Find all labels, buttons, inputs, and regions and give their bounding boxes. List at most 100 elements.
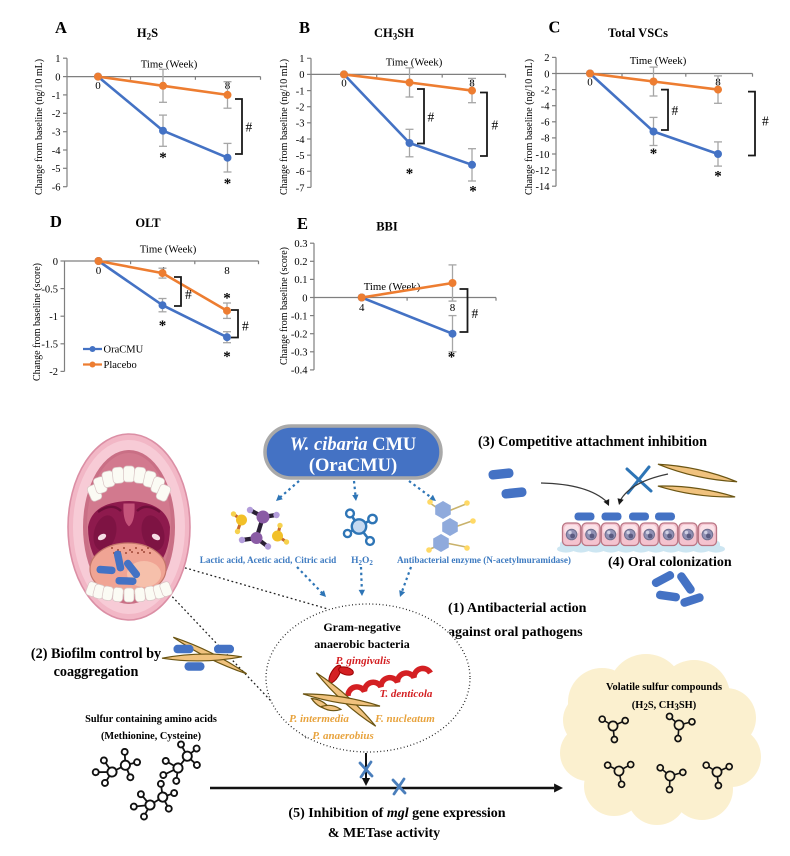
svg-text:-3: -3 [296,119,305,130]
svg-text:0: 0 [302,293,307,304]
svg-text:0.1: 0.1 [294,275,307,286]
svg-text:0: 0 [55,72,60,83]
svg-text:-3: -3 [52,127,61,138]
svg-text:0: 0 [95,80,101,92]
svg-text:-2: -2 [541,85,550,96]
svg-text:-1: -1 [52,91,61,102]
svg-text:*: * [159,318,167,334]
svg-text:*: * [448,350,456,366]
svg-text:8: 8 [224,265,230,277]
svg-text:-2: -2 [52,109,61,120]
svg-text:0: 0 [96,265,102,277]
svg-text:B: B [299,18,310,37]
svg-text:D: D [50,212,62,231]
svg-text:Time (Week): Time (Week) [140,244,197,256]
svg-text:Change from baseline (ng/10 mL: Change from baseline (ng/10 mL) [34,59,45,195]
svg-text:-4: -4 [541,102,550,113]
svg-text:-2: -2 [296,103,305,114]
svg-text:-1.5: -1.5 [41,340,58,351]
svg-text:-5: -5 [296,151,305,162]
svg-text:A: A [55,18,67,37]
svg-text:& METase activity: & METase activity [328,826,440,841]
svg-text:E: E [297,214,308,233]
svg-text:0: 0 [341,78,347,90]
svg-text:0: 0 [587,77,593,89]
svg-text:*: * [223,291,231,307]
svg-text:-12: -12 [536,166,550,177]
svg-text:T. denticola: T. denticola [380,688,433,700]
svg-text:-14: -14 [536,182,551,193]
svg-text:*: * [406,166,414,182]
svg-text:Antibacterial enzyme (N-acetyl: Antibacterial enzyme (N-acetylmuramidase… [397,555,571,565]
svg-text:-4: -4 [52,146,61,157]
svg-text:Time (Week): Time (Week) [386,57,443,69]
svg-text:-1: -1 [296,86,305,97]
svg-text:-8: -8 [541,134,550,145]
svg-text:Change from baseline (score): Change from baseline (score) [32,263,43,381]
svg-text:-7: -7 [296,183,305,194]
svg-text:#: # [185,287,192,302]
svg-text:#: # [246,120,253,135]
svg-text:-6: -6 [52,183,61,194]
svg-text:1: 1 [299,54,304,65]
svg-text:(3) Competitive attachment inh: (3) Competitive attachment inhibition [478,434,707,450]
svg-text:(H2S, CH3SH): (H2S, CH3SH) [632,700,696,712]
svg-text:(4) Oral colonization: (4) Oral colonization [608,555,732,570]
svg-text:Change from baseline (ng/10 mL: Change from baseline (ng/10 mL) [524,59,535,195]
svg-text:P. anaerobius: P. anaerobius [312,730,374,742]
svg-text:-4: -4 [296,135,305,146]
svg-text:Gram-negative: Gram-negative [323,620,401,634]
svg-text:Change from baseline (score): Change from baseline (score) [279,247,290,365]
svg-text:-0.2: -0.2 [291,330,308,341]
svg-text:0.2: 0.2 [294,257,307,268]
svg-text:Change from baseline (ng/10 mL: Change from baseline (ng/10 mL) [279,59,290,195]
svg-text:anaerobic bacteria: anaerobic bacteria [314,637,409,651]
svg-text:#: # [472,306,479,321]
svg-text:-0.4: -0.4 [291,366,308,377]
svg-text:Sulfur containing amino acids: Sulfur containing amino acids [85,714,217,725]
svg-text:BBI: BBI [376,220,398,234]
svg-text:*: * [224,176,232,192]
svg-text:-0.5: -0.5 [41,284,58,295]
svg-text:against oral pathogens: against oral pathogens [448,625,583,640]
svg-text:*: * [650,146,658,162]
svg-text:C: C [549,18,561,37]
svg-text:#: # [428,110,435,125]
svg-text:Time (Week): Time (Week) [141,59,198,71]
svg-text:(OraCMU): (OraCMU) [309,456,397,476]
svg-text:8: 8 [450,302,456,314]
svg-text:*: * [469,184,477,200]
svg-text:-0.1: -0.1 [291,311,308,322]
svg-text:(Methionine, Cysteine): (Methionine, Cysteine) [101,731,201,742]
svg-text:W. cibaria CMU: W. cibaria CMU [290,435,417,455]
svg-text:OLT: OLT [135,216,161,230]
svg-text:-1: -1 [49,312,58,323]
svg-text:-2: -2 [49,367,58,378]
svg-text:*: * [159,150,167,166]
svg-text:P. intermedia: P. intermedia [289,713,349,725]
svg-text:Volatile sulfur compounds: Volatile sulfur compounds [606,682,722,693]
svg-text:H2O2: H2O2 [351,556,373,567]
svg-text:Placebo: Placebo [104,360,137,371]
svg-text:#: # [762,114,769,129]
svg-text:coaggregation: coaggregation [54,664,139,680]
svg-text:0: 0 [53,257,58,268]
svg-text:-6: -6 [541,118,550,129]
svg-text:-0.3: -0.3 [291,348,308,359]
svg-text:*: * [223,349,231,365]
svg-text:#: # [242,319,249,334]
svg-text:-5: -5 [52,164,61,175]
svg-text:#: # [492,118,499,133]
svg-text:Total VSCs: Total VSCs [608,26,668,40]
svg-text:(5) Inhibition of mgl gene exp: (5) Inhibition of mgl gene expression [288,806,505,821]
svg-text:1: 1 [55,54,60,65]
svg-text:#: # [672,103,679,118]
svg-text:(2) Biofilm control by: (2) Biofilm control by [31,646,161,662]
svg-text:2: 2 [544,53,549,64]
svg-text:-6: -6 [296,167,305,178]
svg-text:0: 0 [299,70,304,81]
svg-text:*: * [714,169,722,185]
svg-text:(1) Antibacterial action: (1) Antibacterial action [448,601,587,616]
svg-text:Lactic acid, Acetic acid, Citr: Lactic acid, Acetic acid, Citric acid [200,555,337,565]
svg-text:F. nucleatum: F. nucleatum [374,713,435,725]
